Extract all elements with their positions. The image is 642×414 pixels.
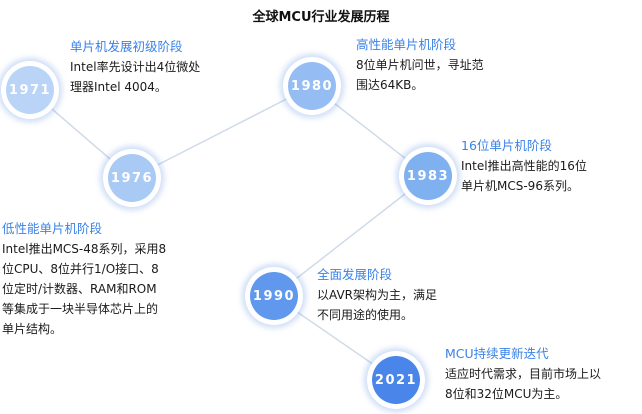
stage-description: Intel推出MCS-48系列，采用8 位CPU、8位并行1/O接口、8 位定时… [2, 239, 166, 339]
stage-desc-line: 适应时代需求，目前市场上以 [445, 367, 602, 381]
year-label-2021: 2021 [372, 356, 420, 404]
connector-1976-1980 [131, 85, 313, 179]
stage-desc-line: Intel率先设计出4位微处 [70, 60, 201, 74]
stage-desc-line: 单片结构。 [2, 322, 63, 336]
year-label-1976: 1976 [108, 154, 156, 202]
stage-title: 16位单片机阶段 [461, 138, 552, 153]
stage-1980: 高性能单片机阶段 8位单片机问世，寻址范 围达64KB。 [356, 36, 484, 95]
stage-desc-line: 等集成于一块半导体芯片上的 [2, 302, 159, 316]
stage-desc-line: 8位单片机问世，寻址范 [356, 58, 484, 72]
stage-desc-line: Intel推出MCS-48系列，采用8 [2, 242, 167, 256]
stage-description: 适应时代需求，目前市场上以 8位和32位MCU为主。 [445, 364, 601, 404]
year-label-1983: 1983 [404, 152, 452, 200]
stage-desc-line: 单片机MCS-96系列。 [461, 179, 579, 193]
page-title: 全球MCU行业发展历程 [252, 10, 390, 25]
stage-title: 全面发展阶段 [317, 267, 393, 282]
year-node-1971: 1971 [1, 61, 59, 119]
year-node-1976: 1976 [103, 149, 161, 207]
stage-desc-line: 8位和32位MCU为主。 [445, 387, 568, 401]
stage-1976: 低性能单片机阶段 Intel推出MCS-48系列，采用8 位CPU、8位并行1/… [2, 220, 166, 339]
stage-title: MCU持续更新迭代 [445, 346, 549, 361]
year-node-1980: 1980 [283, 57, 341, 115]
year-label-1971: 1971 [6, 66, 54, 114]
stage-desc-line: 理器Intel 4004。 [70, 80, 167, 94]
stage-description: Intel推出高性能的16位 单片机MCS-96系列。 [461, 156, 587, 196]
stage-desc-line: 以AVR架构为主，满足 [317, 288, 437, 302]
stage-2021: MCU持续更新迭代 适应时代需求，目前市场上以 8位和32位MCU为主。 [445, 345, 601, 404]
stage-title: 单片机发展初级阶段 [70, 39, 183, 54]
year-label-1980: 1980 [288, 62, 336, 110]
stage-desc-line: Intel推出高性能的16位 [461, 159, 587, 173]
stage-description: Intel率先设计出4位微处 理器Intel 4004。 [70, 57, 200, 97]
stage-description: 8位单片机问世，寻址范 围达64KB。 [356, 55, 484, 95]
stage-1990: 全面发展阶段 以AVR架构为主，满足 不同用途的使用。 [317, 266, 437, 325]
stage-title: 高性能单片机阶段 [356, 37, 457, 52]
stage-1971: 单片机发展初级阶段 Intel率先设计出4位微处 理器Intel 4004。 [70, 38, 200, 97]
stage-description: 以AVR架构为主，满足 不同用途的使用。 [317, 285, 437, 325]
year-node-2021: 2021 [367, 351, 425, 409]
stage-desc-line: 不同用途的使用。 [317, 308, 414, 322]
stage-desc-line: 围达64KB。 [356, 78, 424, 92]
year-node-1990: 1990 [245, 267, 303, 325]
stage-desc-line: 位定时/计数器、RAM和ROM [2, 282, 157, 296]
stage-1983: 16位单片机阶段 Intel推出高性能的16位 单片机MCS-96系列。 [461, 137, 587, 196]
connector-1983-1990 [273, 175, 429, 297]
stage-desc-line: 位CPU、8位并行1/O接口、8 [2, 262, 159, 276]
year-node-1983: 1983 [399, 147, 457, 205]
stage-title: 低性能单片机阶段 [2, 221, 103, 236]
year-label-1990: 1990 [250, 272, 298, 320]
